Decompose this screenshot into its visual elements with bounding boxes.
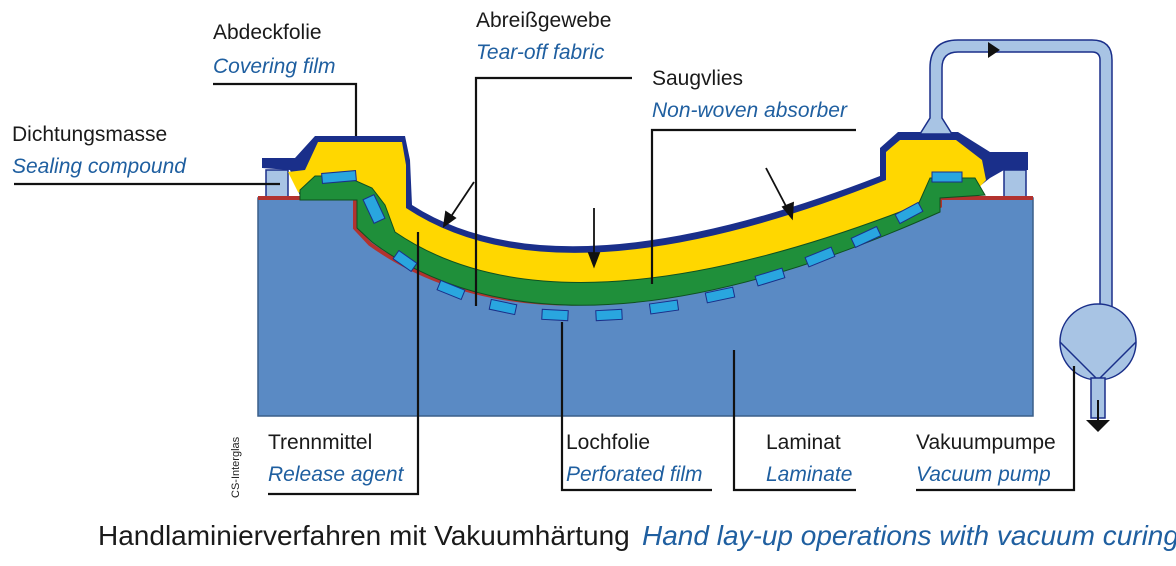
perforated-film-strips bbox=[321, 169, 963, 322]
caption-en: Hand lay-up operations with vacuum curin… bbox=[642, 520, 1176, 551]
outlet-arrow-icon bbox=[1086, 420, 1110, 432]
leader-perforated-film bbox=[560, 322, 712, 492]
label-tear-off-fabric-de: Abreißgewebe bbox=[476, 9, 612, 32]
label-laminate-de: Laminat bbox=[766, 431, 841, 454]
pressure-arrows bbox=[442, 167, 794, 269]
leader-tear-off-fabric bbox=[474, 76, 632, 306]
label-sealing-compound-en: Sealing compound bbox=[12, 155, 186, 178]
leader-release-agent bbox=[268, 232, 420, 496]
label-covering-film-de: Abdeckfolie bbox=[213, 21, 322, 44]
leader-lines bbox=[14, 76, 1076, 496]
image-credit: CS-Interglas bbox=[230, 436, 242, 498]
label-non-woven-absorber-de: Saugvlies bbox=[652, 67, 744, 90]
label-non-woven-absorber-en: Non-woven absorber bbox=[652, 99, 847, 122]
label-laminate-en: Laminate bbox=[766, 463, 853, 486]
label-tear-off-fabric-en: Tear-off fabric bbox=[476, 41, 605, 64]
flow-arrow-icon bbox=[988, 42, 1000, 58]
label-release-agent-de: Trennmittel bbox=[268, 431, 373, 454]
label-vacuum-pump-de: Vakuumpumpe bbox=[916, 431, 1056, 454]
leader-non-woven-absorber bbox=[650, 128, 856, 284]
label-sealing-compound-de: Dichtungsmasse bbox=[12, 123, 168, 146]
leader-laminate bbox=[732, 350, 856, 492]
leader-covering-film bbox=[213, 82, 358, 136]
label-vacuum-pump-en: Vacuum pump bbox=[916, 463, 1051, 486]
label-covering-film-en: Covering film bbox=[213, 55, 336, 78]
label-release-agent-en: Release agent bbox=[268, 463, 404, 486]
caption-de: Handlaminierverfahren mit Vakuumhärtung bbox=[98, 520, 630, 551]
vacuum-pump-icon bbox=[1059, 303, 1137, 381]
label-perforated-film-en: Perforated film bbox=[566, 463, 703, 486]
leader-vacuum-pump bbox=[916, 366, 1076, 492]
right-side-block bbox=[1003, 169, 1027, 199]
label-perforated-film-de: Lochfolie bbox=[566, 431, 651, 454]
